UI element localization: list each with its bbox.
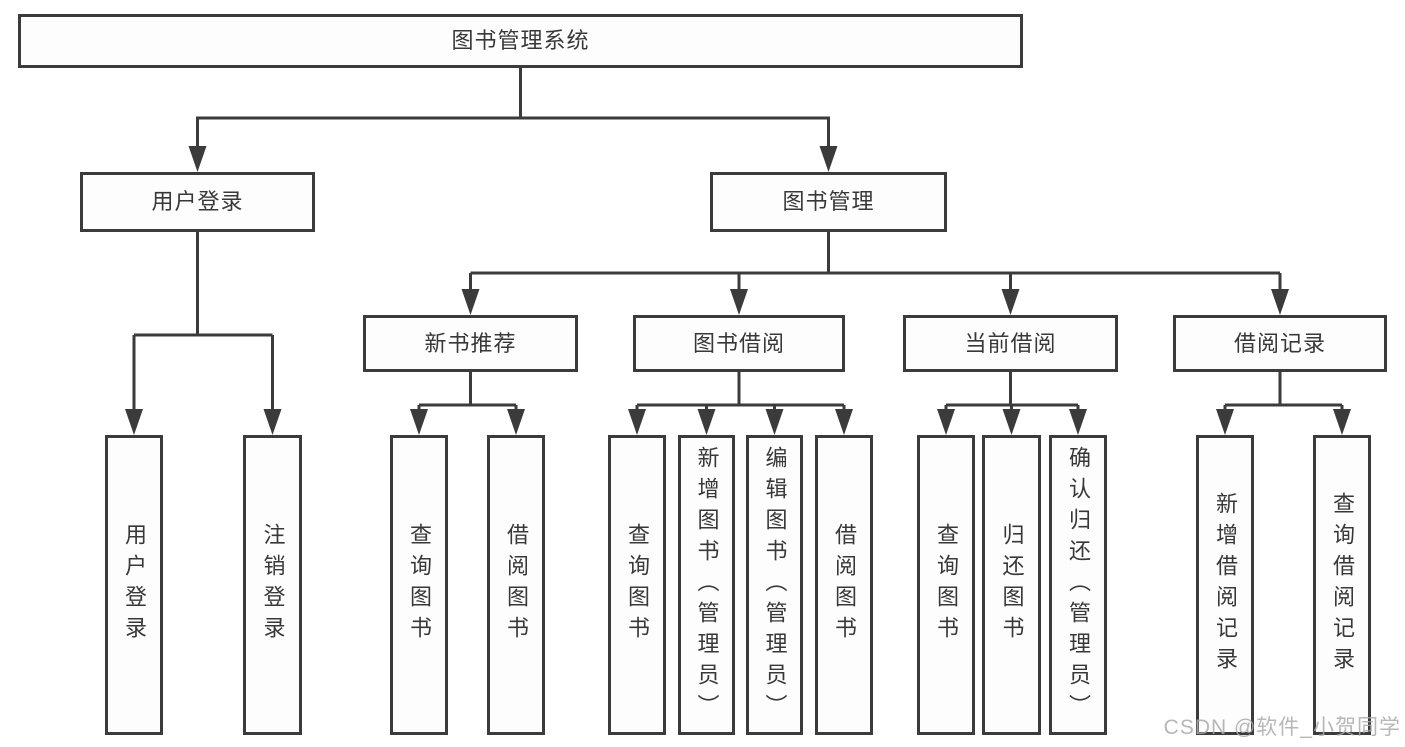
leaf-records-query-record: 查询借阅记录 — [1313, 435, 1371, 735]
node-user-login: 用户登录 — [80, 172, 315, 232]
node-borrow-records: 借阅记录 — [1173, 315, 1387, 372]
csdn-watermark: CSDN @软件_小贺同学 — [1163, 716, 1401, 739]
leaf-recommend-borrow-books: 借阅图书 — [487, 435, 545, 735]
leaf-current-confirm-return-admin: 确认归还（管理员） — [1049, 435, 1107, 735]
node-library-management-system: 图书管理系统 — [18, 14, 1023, 68]
leaf-current-return-books: 归还图书 — [982, 435, 1041, 735]
leaf-current-query-books: 查询图书 — [917, 435, 975, 735]
leaf-user-login: 用户登录 — [105, 435, 163, 735]
node-book-borrow: 图书借阅 — [633, 315, 845, 372]
leaf-records-add-record: 新增借阅记录 — [1196, 435, 1254, 735]
leaf-borrow-edit-books-admin: 编辑图书（管理员） — [746, 435, 803, 735]
leaf-borrow-add-books-admin: 新增图书（管理员） — [678, 435, 735, 735]
node-new-book-recommend: 新书推荐 — [363, 315, 578, 372]
node-current-borrow: 当前借阅 — [903, 315, 1118, 372]
leaf-borrow-borrow-books: 借阅图书 — [815, 435, 873, 735]
leaf-logout: 注销登录 — [243, 435, 302, 735]
leaf-recommend-query-books: 查询图书 — [390, 435, 448, 735]
leaf-borrow-query-books: 查询图书 — [608, 435, 666, 735]
node-book-management: 图书管理 — [710, 172, 947, 232]
